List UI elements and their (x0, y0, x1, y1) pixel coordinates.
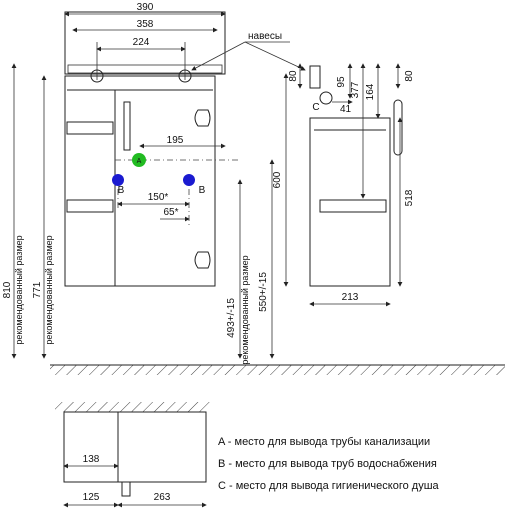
marker-b-left-dot (112, 174, 124, 186)
dim-80-left-text: 80 (288, 70, 299, 82)
side-hole-c (319, 91, 333, 105)
marker-a-label: A (137, 158, 142, 165)
marker-b-right-label: B (199, 185, 206, 196)
marker-b-right-dot (183, 174, 195, 186)
hinges-label: навесы (248, 31, 282, 42)
recommended-label-771: рекомендованный размер (44, 235, 54, 344)
floor-hatch (50, 365, 505, 375)
side-cabinet-outline (309, 117, 391, 287)
legend-item-a: A - место для вывода трубы канализации (218, 436, 430, 448)
dim-80-right-text: 80 (404, 70, 415, 82)
dim-150-text: 150* (148, 192, 169, 203)
bottom-view-outline (63, 411, 207, 483)
dim-493-text: 493+/-15 (226, 298, 237, 338)
dim-377-text: 377 (350, 81, 361, 98)
hinges-leader-1 (191, 41, 246, 71)
dim-224-text: 224 (133, 37, 150, 48)
marker-a-dot (132, 153, 146, 167)
dim-41-text: 41 (340, 104, 352, 115)
shelf-lower (66, 199, 114, 213)
dim-550-text: 550+/-15 (258, 272, 269, 312)
wall-hatch (55, 402, 210, 412)
front-view: 195 150* 65* A B B 600 493+/-15 рекоменд… (2, 63, 289, 365)
hinge-top (194, 109, 211, 127)
side-hinge-bracket (309, 65, 321, 89)
door-handle (123, 101, 131, 151)
recommended-label-493: рекомендованный размер (240, 255, 250, 364)
dim-95-text: 95 (336, 76, 347, 88)
dim-771-text: 771 (32, 281, 43, 298)
legend-item-c: C - место для вывода гигиенического душа (218, 480, 440, 492)
bottom-foot (121, 481, 131, 497)
shelf-upper (66, 121, 114, 135)
dim-138-text: 138 (83, 454, 100, 465)
dim-213-text: 213 (342, 292, 359, 303)
legend-item-b: B - место для вывода труб водоснабжения (218, 458, 437, 470)
dim-164-text: 164 (365, 83, 376, 100)
dim-518-text: 518 (404, 189, 415, 206)
dim-125-text: 125 (83, 492, 100, 503)
top-view: 390 358 224 навесы (64, 2, 306, 83)
hinges-leader-2 (244, 41, 306, 71)
marker-b-left-label: B (118, 185, 125, 196)
side-view: C 80 95 41 377 164 80 518 213 (288, 63, 415, 307)
dim-195-text: 195 (167, 135, 184, 146)
marker-c-label: C (312, 102, 319, 113)
dim-263-text: 263 (154, 492, 171, 503)
bottom-view: 138 125 263 (55, 402, 210, 508)
hinge-bottom (194, 251, 211, 269)
top-view-back-panel (67, 64, 223, 74)
side-handle (393, 99, 403, 156)
dim-358-text: 358 (137, 19, 154, 30)
recommended-label-810: рекомендованный размер (14, 235, 24, 344)
dim-65-text: 65* (163, 207, 178, 218)
dim-600-text: 600 (272, 171, 283, 188)
legend: A - место для вывода трубы канализации B… (218, 436, 440, 492)
cabinet-outline (64, 75, 216, 287)
dim-390-text: 390 (137, 2, 154, 13)
side-shelf (319, 199, 387, 213)
dim-810-text: 810 (2, 281, 13, 298)
